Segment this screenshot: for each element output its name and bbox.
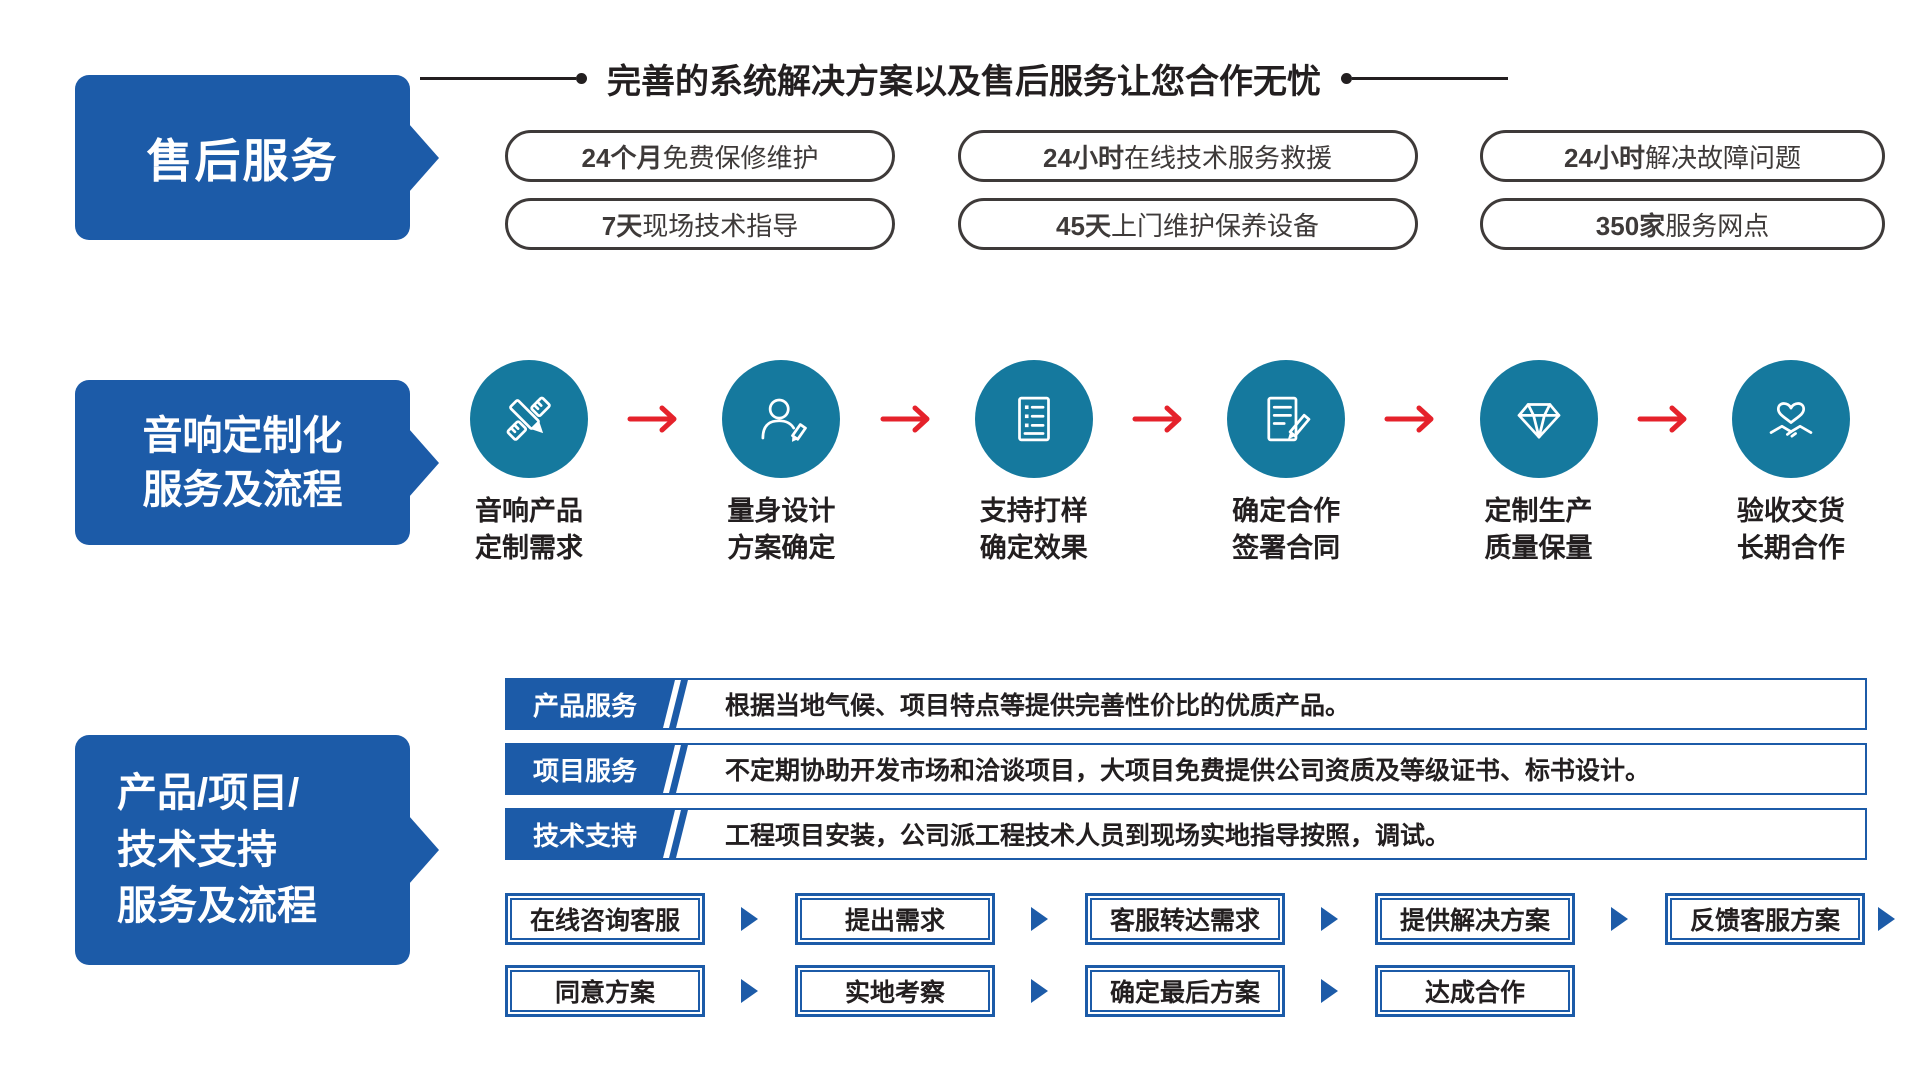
customization-title-line1: 音响定制化 xyxy=(142,413,343,458)
customization-process: 音响产品 定制需求 量身设计 方案确定 xyxy=(450,360,1870,568)
after-sales-title: 售后服务 xyxy=(146,134,339,187)
customization-title-line2: 服务及流程 xyxy=(142,467,343,512)
badge-onsite-guidance: 7天 现场技术指导 xyxy=(505,198,895,250)
process-step: 音响产品 定制需求 xyxy=(450,360,608,568)
blue-arrow-icon xyxy=(1031,979,1048,1003)
service-row-project: 项目服务 不定期协助开发市场和洽谈项目，大项目免费提供公司资质及等级证书、标书设… xyxy=(505,743,1867,795)
blue-arrow-icon xyxy=(741,979,758,1003)
flow-step: 确定最后方案 xyxy=(1085,965,1285,1017)
blue-arrow-icon xyxy=(1031,907,1048,931)
diamond-icon xyxy=(1479,360,1598,478)
support-title-line1: 产品/项目/ xyxy=(117,770,300,815)
flow-step: 在线咨询客服 xyxy=(505,893,705,945)
support-title-line3: 服务及流程 xyxy=(117,884,317,929)
process-step: 支持打样 确定效果 xyxy=(955,360,1113,568)
handshake-icon xyxy=(1731,360,1850,478)
blue-arrow-icon xyxy=(1878,907,1895,931)
service-row-tech: 技术支持 工程项目安装，公司派工程技术人员到现场实地指导按照，调试。 xyxy=(505,808,1867,860)
headline-bar: 完善的系统解决方案以及售后服务让您合作无忧 xyxy=(420,54,1508,102)
flow-step: 提供解决方案 xyxy=(1375,893,1575,945)
badge-online-rescue: 24小时 在线技术服务救援 xyxy=(957,130,1418,182)
badge-fault-fix: 24小时 解决故障问题 xyxy=(1480,130,1885,182)
contract-signing-icon xyxy=(1227,360,1346,478)
process-step: 定制生产 质量保量 xyxy=(1460,360,1618,568)
sample-document-icon xyxy=(974,360,1093,478)
red-arrow-icon xyxy=(1383,404,1441,434)
flow-step: 客服转达需求 xyxy=(1085,893,1285,945)
blue-arrow-icon xyxy=(1611,907,1628,931)
service-row-label: 项目服务 xyxy=(507,745,689,793)
flow-step: 反馈客服方案 xyxy=(1665,893,1865,945)
support-title-line2: 技术支持 xyxy=(117,827,277,872)
customization-title-box: 音响定制化 服务及流程 xyxy=(75,380,439,545)
red-arrow-icon xyxy=(879,404,937,434)
blue-arrow-icon xyxy=(741,907,758,931)
process-step: 确定合作 签署合同 xyxy=(1207,360,1365,568)
right-pointer-icon xyxy=(409,816,439,884)
red-arrow-icon xyxy=(1131,404,1189,434)
process-step: 验收交货 长期合作 xyxy=(1712,360,1870,568)
designer-person-icon xyxy=(722,360,841,478)
process-step: 量身设计 方案确定 xyxy=(702,360,860,568)
service-row-label: 产品服务 xyxy=(507,680,689,728)
dot-icon xyxy=(1341,72,1352,84)
badge-service-outlets: 350家 服务网点 xyxy=(1480,198,1885,250)
blue-arrow-icon xyxy=(1321,907,1338,931)
service-badges: 24个月 免费保修维护 24小时 在线技术服务救援 24小时 解决故障问题 7天… xyxy=(505,130,1885,250)
design-tools-icon xyxy=(470,360,588,478)
flow-step: 达成合作 xyxy=(1375,965,1575,1017)
right-pointer-icon xyxy=(409,428,439,497)
after-sales-title-box: 售后服务 xyxy=(75,75,439,240)
service-row-description: 工程项目安装，公司派工程技术人员到现场实地指导按照，调试。 xyxy=(725,822,1451,850)
service-row-product: 产品服务 根据当地气候、项目特点等提供完善性价比的优质产品。 xyxy=(505,678,1867,730)
dot-icon xyxy=(576,72,587,84)
badge-warranty: 24个月 免费保修维护 xyxy=(505,130,895,182)
blue-arrow-icon xyxy=(1321,979,1338,1003)
support-service-rows: 产品服务 根据当地气候、项目特点等提供完善性价比的优质产品。 项目服务 不定期协… xyxy=(505,678,1867,873)
service-row-description: 根据当地气候、项目特点等提供完善性价比的优质产品。 xyxy=(725,692,1351,720)
support-title-box: 产品/项目/ 技术支持 服务及流程 xyxy=(75,735,439,965)
support-flow-row1: 在线咨询客服 提出需求 客服转达需求 提供解决方案 反馈客服方案 xyxy=(505,893,1895,945)
headline-rule-right xyxy=(1352,76,1508,80)
service-row-label: 技术支持 xyxy=(507,810,689,858)
flow-step: 实地考察 xyxy=(795,965,995,1017)
badge-door-maintenance: 45天 上门维护保养设备 xyxy=(957,198,1418,250)
headline-text: 完善的系统解决方案以及售后服务让您合作无忧 xyxy=(607,62,1321,101)
right-pointer-icon xyxy=(409,123,439,192)
support-flow-row2: 同意方案 实地考察 确定最后方案 达成合作 xyxy=(505,965,1867,1017)
headline-rule-left xyxy=(420,76,576,80)
red-arrow-icon xyxy=(1636,404,1694,434)
flow-step: 同意方案 xyxy=(505,965,705,1017)
red-arrow-icon xyxy=(626,404,684,434)
flow-step: 提出需求 xyxy=(795,893,995,945)
service-row-description: 不定期协助开发市场和洽谈项目，大项目免费提供公司资质及等级证书、标书设计。 xyxy=(725,757,1651,785)
